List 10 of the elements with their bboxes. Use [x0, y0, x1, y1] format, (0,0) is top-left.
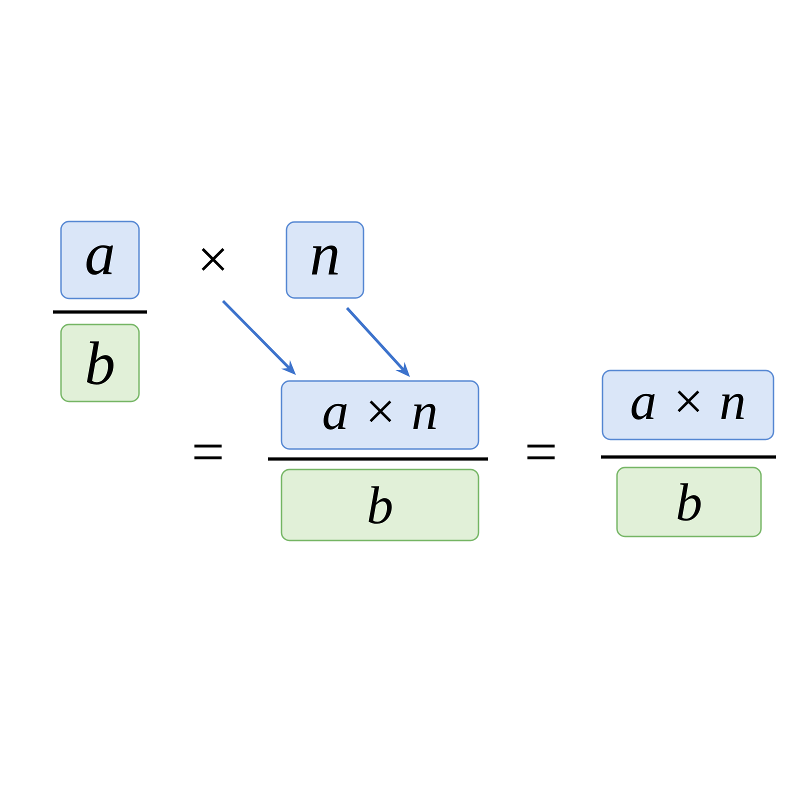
numerator-box: a — [60, 220, 140, 300]
equals-sign: = — [194, 444, 222, 460]
equals-sign: = — [527, 444, 555, 460]
denominator-box: b — [60, 324, 140, 402]
numerator-box: a × n — [280, 380, 480, 450]
numerator-box: a × n — [602, 370, 774, 440]
denominator-box: b — [280, 468, 480, 542]
times-sign: × — [202, 248, 224, 271]
factor-box: n — [286, 221, 364, 299]
denominator-box: b — [616, 466, 762, 538]
